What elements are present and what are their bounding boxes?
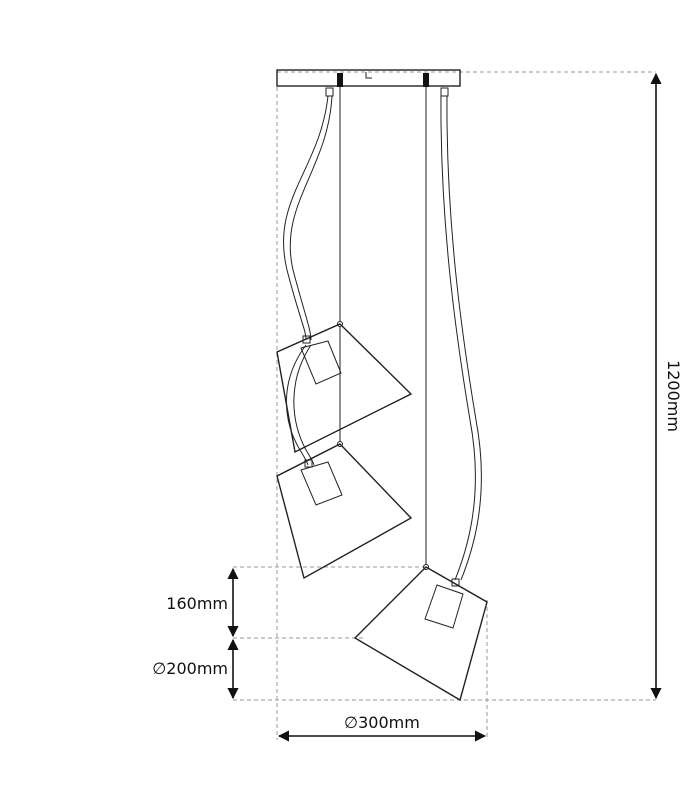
height-label: 1200mm (664, 360, 683, 432)
canopy-hook (365, 72, 372, 79)
shade-height-dimension: 160mm (166, 567, 239, 638)
power-cable-top-b (289, 95, 333, 341)
power-cable-bottom-a (440, 95, 476, 581)
lamp-shade-top (276, 321, 413, 454)
shade-socket-bottom (424, 584, 464, 629)
shade-cable-clip-bottom (451, 578, 460, 587)
canopy-width-dimension: ∅300mm (277, 713, 487, 742)
shade-diameter-dimension: ∅200mm (152, 638, 239, 700)
shade-rim-bottom (425, 566, 488, 603)
ceiling-canopy (276, 69, 461, 97)
suspension-cables (283, 87, 482, 581)
shade-hook-top (337, 321, 343, 327)
shade-cable-clip-top (302, 335, 311, 344)
shade-socket-top (300, 340, 342, 385)
height-dimension: 1200mm (650, 72, 683, 700)
lamp-shade-bottom (353, 564, 488, 702)
cable-anchor-2 (440, 87, 449, 97)
canopy-clamp-right (423, 73, 429, 87)
shade-outline-bottom (353, 566, 488, 702)
power-cable-bottom-b (446, 95, 482, 581)
shade-height-label: 160mm (166, 594, 228, 613)
power-cable-top-a (283, 95, 329, 341)
lamp-shade-middle (276, 441, 413, 580)
shade-outline-middle (276, 443, 413, 580)
canopy-plate (276, 69, 461, 87)
shade-socket-middle (300, 461, 343, 506)
shade-cable-clip-middle (304, 459, 313, 468)
canopy-width-label: ∅300mm (344, 713, 420, 732)
dimension-guides (233, 71, 656, 740)
shade-hook-middle (337, 441, 343, 447)
canopy-clamp-left (337, 73, 343, 87)
shade-rim-top (276, 323, 341, 353)
shade-diameter-label: ∅200mm (152, 659, 228, 678)
cable-anchor-1 (325, 87, 334, 97)
shade-hook-bottom (423, 564, 429, 570)
